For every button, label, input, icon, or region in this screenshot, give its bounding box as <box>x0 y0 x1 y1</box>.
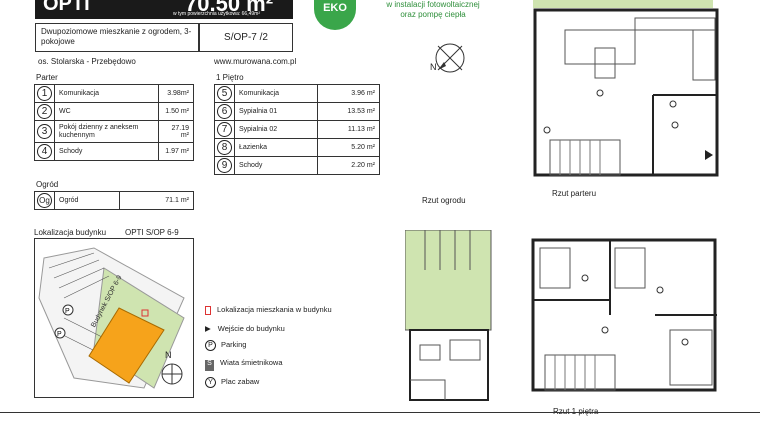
legend-label: Plac zabaw <box>221 377 260 386</box>
room-area: 11.13 m² <box>317 120 380 139</box>
usable-area-note: w tym powierzchnia użytkowa: 66,49m² <box>173 11 260 17</box>
room-area: 3.98m² <box>158 84 194 103</box>
ground-floor-plan <box>533 0 719 177</box>
site-plan-map: P P <box>34 238 194 398</box>
legend-waste: S Wiata śmietnikowa <box>205 358 283 371</box>
site-title: Lokalizacja budynku <box>34 228 107 237</box>
waste-shelter-icon: S <box>205 360 214 371</box>
room-name: Sypialnia 02 <box>233 120 319 139</box>
parking-icon: P <box>205 340 216 351</box>
site-north-label: N <box>165 350 172 360</box>
legend-apartment: Lokalizacja mieszkania w budynku <box>205 305 332 315</box>
legend-label: Parking <box>221 340 247 349</box>
room-number: Og <box>37 193 52 208</box>
room-area: 1.97 m² <box>158 142 194 161</box>
room-number: 1 <box>37 86 52 101</box>
room-area: 1.50 m² <box>158 102 194 121</box>
location: os. Stolarska - Przebędowo <box>38 57 136 66</box>
parter-title: Parter <box>36 73 58 82</box>
svg-text:P: P <box>57 331 62 338</box>
room-area: 27.19 m² <box>158 120 194 143</box>
room-name: Schody <box>233 156 319 175</box>
room-number: 9 <box>217 158 232 173</box>
room-name: WC <box>53 102 160 121</box>
apartment-description: Dwupoziomowe mieszkanie z ogrodem, 3-pok… <box>35 23 199 52</box>
legend-parking: P Parking <box>205 340 246 351</box>
legend-playground: Y Plac zabaw <box>205 377 259 388</box>
bottom-divider <box>0 412 760 413</box>
plan-north-label: N <box>430 62 437 72</box>
room-name: Komunikacja <box>233 84 319 103</box>
room-area: 13.53 m² <box>317 102 380 121</box>
eko-badge: EKO <box>314 0 356 30</box>
room-area: 71.1 m² <box>118 191 195 210</box>
unit-code: S/OP-7 /2 <box>199 23 293 52</box>
room-number: 2 <box>37 104 52 119</box>
room-name: Sypialnia 01 <box>233 102 319 121</box>
first-floor-plan <box>531 238 717 392</box>
model-code: OPTI <box>43 0 90 15</box>
room-number: 4 <box>37 144 52 159</box>
garden-plan-label: Rzut ogrodu <box>422 196 466 205</box>
room-area: 5.20 m² <box>317 138 380 157</box>
apartment-square-icon <box>205 305 211 315</box>
eko-line-2: oraz pompę ciepła <box>400 10 466 19</box>
room-area: 2.20 m² <box>317 156 380 175</box>
legend-label: Wiata śmietnikowa <box>220 358 283 367</box>
playground-icon: Y <box>205 377 216 388</box>
room-name: Ogród <box>54 191 120 210</box>
pietro-title: 1 Piętro <box>216 73 244 82</box>
svg-text:P: P <box>65 308 70 315</box>
website: www.murowana.com.pl <box>214 57 297 66</box>
total-area: 70.50 m² <box>185 0 274 16</box>
room-number: 8 <box>217 140 232 155</box>
legend-label: Wejście do budynku <box>217 324 285 333</box>
entrance-arrow-icon: ▶ <box>205 324 211 333</box>
room-number: 7 <box>217 122 232 137</box>
first-plan-label: Rzut 1 piętra <box>553 407 598 416</box>
ogrod-title: Ogród <box>36 180 59 189</box>
room-number: 3 <box>37 124 52 139</box>
header-bar: OPTI 70.50 m² w tym powierzchnia użytkow… <box>35 0 293 19</box>
compass-icon <box>435 43 465 73</box>
room-number: 5 <box>217 86 232 101</box>
room-name: Łazienka <box>233 138 319 157</box>
eko-text: w instalacji fotowoltaicznej oraz pompę … <box>378 0 488 20</box>
eko-line-1: w instalacji fotowoltaicznej <box>386 0 480 9</box>
apartment-marker <box>141 309 149 317</box>
ground-plan-label: Rzut parteru <box>552 189 597 198</box>
legend-entrance: ▶ Wejście do budynku <box>205 324 285 333</box>
room-area: 3.96 m² <box>317 84 380 103</box>
site-building: OPTI S/OP 6-9 <box>125 228 179 237</box>
legend-label: Lokalizacja mieszkania w budynku <box>217 305 332 314</box>
room-number: 6 <box>217 104 232 119</box>
room-name: Komunikacja <box>53 84 160 103</box>
garden-plan <box>405 230 492 401</box>
room-name: Pokój dzienny z aneksem kuchennym <box>53 120 160 143</box>
room-name: Schody <box>53 142 160 161</box>
